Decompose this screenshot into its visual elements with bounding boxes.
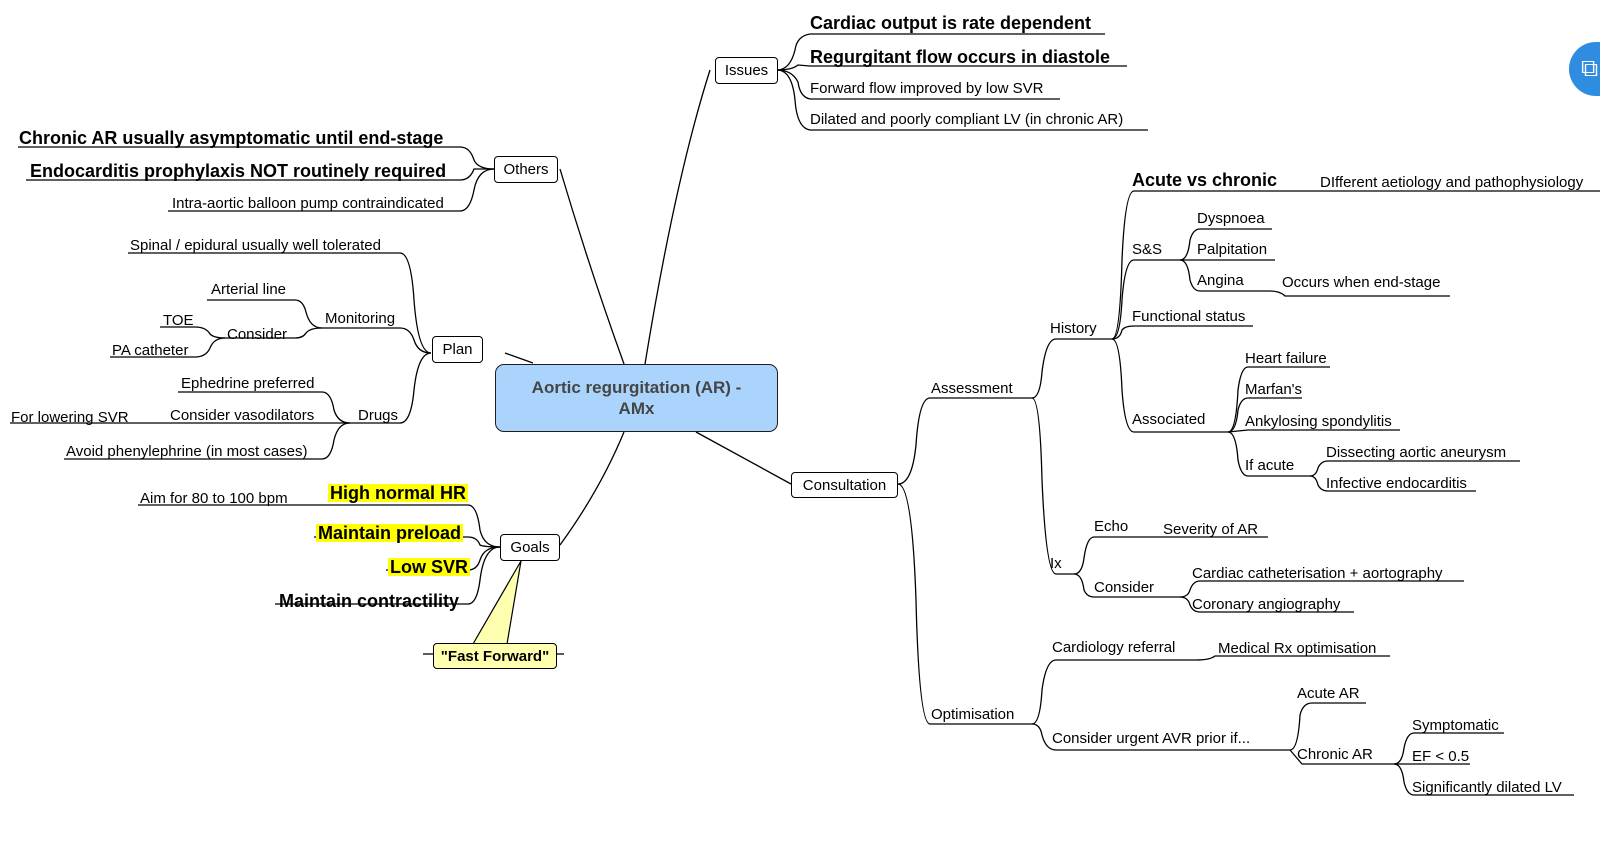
central-topic-line1: Aortic regurgitation (AR) - — [531, 377, 742, 397]
history-acute-vs-chronic[interactable]: Acute vs chronic — [1132, 170, 1278, 190]
avr-acute-ar[interactable]: Acute AR — [1297, 685, 1360, 702]
plan-toe[interactable]: TOE — [163, 312, 194, 329]
plan-monitoring[interactable]: Monitoring — [325, 310, 396, 327]
if-acute-infective[interactable]: Infective endocarditis — [1326, 475, 1467, 492]
ix-echo[interactable]: Echo — [1094, 518, 1129, 535]
optimisation-node[interactable]: Optimisation — [931, 706, 1015, 723]
avr-chronic-ar[interactable]: Chronic AR — [1297, 746, 1373, 763]
echo-severity[interactable]: Severity of AR — [1163, 521, 1259, 538]
issue-rate-dependent[interactable]: Cardiac output is rate dependent — [810, 13, 1092, 33]
history-associated[interactable]: Associated — [1132, 411, 1206, 428]
associated-if-acute[interactable]: If acute — [1245, 457, 1295, 474]
history-ss[interactable]: S&S — [1132, 241, 1163, 258]
angina-end-stage[interactable]: Occurs when end-stage — [1282, 274, 1441, 291]
chronic-dilated-lv[interactable]: Significantly dilated LV — [1412, 779, 1562, 796]
others-node[interactable]: Others — [494, 156, 558, 183]
ss-angina[interactable]: Angina — [1197, 272, 1244, 289]
chronic-symptomatic[interactable]: Symptomatic — [1412, 717, 1499, 734]
goals-node[interactable]: Goals — [500, 534, 560, 561]
consultation-node[interactable]: Consultation — [791, 472, 898, 498]
ix-coronary-angiography[interactable]: Coronary angiography — [1192, 596, 1341, 613]
plan-monitoring-consider[interactable]: Consider — [227, 326, 288, 343]
ss-dyspnoea[interactable]: Dyspnoea — [1197, 210, 1265, 227]
goal-maintain-preload[interactable]: Maintain preload — [316, 523, 464, 543]
others-endocarditis[interactable]: Endocarditis prophylaxis NOT routinely r… — [30, 161, 447, 181]
goal-maintain-contractility[interactable]: Maintain contractility — [279, 591, 460, 611]
issue-dilated-lv[interactable]: Dilated and poorly compliant LV (in chro… — [810, 111, 1124, 128]
issue-regurgitant-flow[interactable]: Regurgitant flow occurs in diastole — [810, 47, 1111, 67]
plan-drugs[interactable]: Drugs — [358, 407, 399, 424]
opt-medical-rx[interactable]: Medical Rx optimisation — [1218, 640, 1377, 657]
plan-spinal[interactable]: Spinal / epidural usually well tolerated — [130, 237, 381, 254]
issue-forward-flow[interactable]: Forward flow improved by low SVR — [810, 80, 1044, 97]
chronic-ef[interactable]: EF < 0.5 — [1412, 748, 1470, 765]
central-topic[interactable]: Aortic regurgitation (AR) - AMx — [495, 364, 778, 432]
associated-ankylosing[interactable]: Ankylosing spondylitis — [1245, 413, 1392, 430]
goal-high-normal-hr[interactable]: High normal HR — [328, 483, 469, 503]
ss-palpitation[interactable]: Palpitation — [1197, 241, 1268, 258]
if-acute-dissecting[interactable]: Dissecting aortic aneurysm — [1326, 444, 1507, 461]
opt-urgent-avr[interactable]: Consider urgent AVR prior if... — [1052, 730, 1251, 747]
associated-marfan[interactable]: Marfan's — [1245, 381, 1303, 398]
associated-heart-failure[interactable]: Heart failure — [1245, 350, 1327, 367]
plan-lowering-svr[interactable]: For lowering SVR — [11, 409, 129, 426]
issues-node[interactable]: Issues — [715, 57, 778, 84]
ix-consider[interactable]: Consider — [1094, 579, 1155, 596]
plan-node[interactable]: Plan — [432, 336, 483, 363]
plan-pa-catheter[interactable]: PA catheter — [112, 342, 189, 359]
others-asymptomatic[interactable]: Chronic AR usually asymptomatic until en… — [19, 128, 444, 148]
plan-ephedrine[interactable]: Ephedrine preferred — [181, 375, 315, 392]
plan-avoid-phenylephrine[interactable]: Avoid phenylephrine (in most cases) — [66, 443, 308, 460]
central-topic-line2: AMx — [618, 399, 655, 418]
ix-node[interactable]: Ix — [1050, 555, 1062, 572]
fast-forward-callout[interactable]: "Fast Forward" — [433, 643, 557, 669]
goal-hr-aim[interactable]: Aim for 80 to 100 bpm — [140, 490, 288, 507]
plan-vasodilators[interactable]: Consider vasodilators — [170, 407, 315, 424]
plan-arterial-line[interactable]: Arterial line — [211, 281, 287, 298]
opt-cardiology-referral[interactable]: Cardiology referral — [1052, 639, 1176, 656]
history-aetiology[interactable]: DIfferent aetiology and pathophysiology — [1320, 174, 1584, 191]
history-node[interactable]: History — [1050, 320, 1097, 337]
goal-low-svr[interactable]: Low SVR — [388, 557, 471, 577]
assessment-node[interactable]: Assessment — [931, 380, 1013, 397]
history-functional-status[interactable]: Functional status — [1132, 308, 1246, 325]
ix-cardiac-cath[interactable]: Cardiac catheterisation + aortography — [1192, 565, 1443, 582]
others-balloon-pump[interactable]: Intra-aortic balloon pump contraindicate… — [172, 195, 444, 212]
